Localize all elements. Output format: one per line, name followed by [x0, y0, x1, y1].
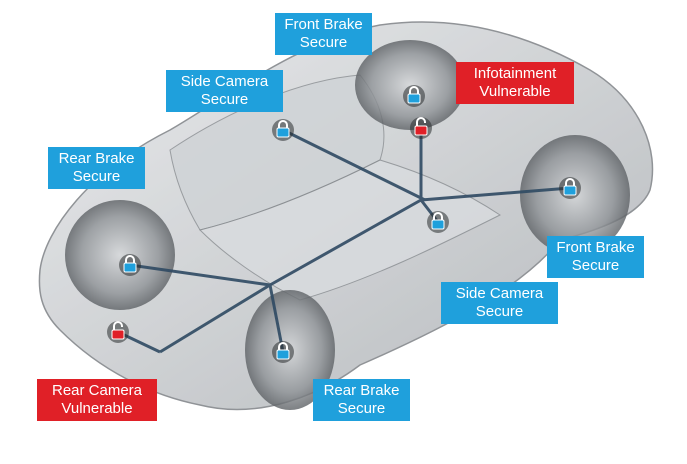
- label-rear-brake-left: Rear Brake Secure: [48, 147, 145, 189]
- lock-side-camera-left: [272, 119, 294, 141]
- lock-rear-camera: [107, 321, 129, 343]
- lock-side-camera-right: [427, 211, 449, 233]
- label-infotainment: Infotainment Vulnerable: [456, 62, 574, 104]
- lock-closed-icon: [409, 86, 419, 95]
- lock-body: [276, 127, 290, 138]
- lock-body: [407, 93, 421, 104]
- label-name: Side Camera: [180, 73, 269, 90]
- lock-open-icon: [416, 117, 426, 127]
- label-status: Secure: [200, 91, 249, 108]
- label-name: Front Brake: [284, 16, 363, 33]
- wheel-front-top: [355, 40, 465, 130]
- label-status: Secure: [571, 257, 620, 274]
- lock-infotainment: [410, 117, 432, 139]
- label-side-camera-right: Side Camera Secure: [441, 282, 558, 324]
- label-front-brake-top: Front Brake Secure: [275, 13, 372, 55]
- wheel-rear-left: [65, 200, 175, 310]
- label-status: Secure: [337, 400, 386, 417]
- lock-body: [111, 329, 125, 340]
- lock-open-icon: [113, 321, 123, 331]
- lock-front-brake-top: [403, 85, 425, 107]
- label-side-camera-left: Side Camera Secure: [166, 70, 283, 112]
- label-status: Vulnerable: [61, 400, 133, 417]
- lock-closed-icon: [433, 212, 443, 221]
- label-status: Secure: [299, 34, 348, 51]
- label-name: Front Brake: [556, 239, 635, 256]
- lock-rear-brake-bottom: [272, 341, 294, 363]
- lock-body: [414, 125, 428, 136]
- label-name: Rear Camera: [51, 382, 143, 399]
- label-rear-brake-bottom: Rear Brake Secure: [313, 379, 410, 421]
- lock-body: [123, 262, 137, 273]
- label-name: Rear Brake: [323, 382, 400, 399]
- lock-closed-icon: [125, 255, 135, 264]
- lock-body: [563, 185, 577, 196]
- label-name: Infotainment: [473, 65, 557, 82]
- label-status: Secure: [475, 303, 524, 320]
- label-status: Secure: [72, 168, 121, 185]
- lock-body: [431, 219, 445, 230]
- lock-rear-brake-left: [119, 254, 141, 276]
- lock-closed-icon: [278, 342, 288, 351]
- label-rear-camera: Rear Camera Vulnerable: [37, 379, 157, 421]
- lock-front-brake-right: [559, 177, 581, 199]
- label-front-brake-right: Front Brake Secure: [547, 236, 644, 278]
- label-status: Vulnerable: [479, 83, 551, 100]
- lock-closed-icon: [278, 120, 288, 129]
- lock-closed-icon: [565, 178, 575, 187]
- label-name: Rear Brake: [58, 150, 135, 167]
- lock-body: [276, 349, 290, 360]
- label-name: Side Camera: [455, 285, 544, 302]
